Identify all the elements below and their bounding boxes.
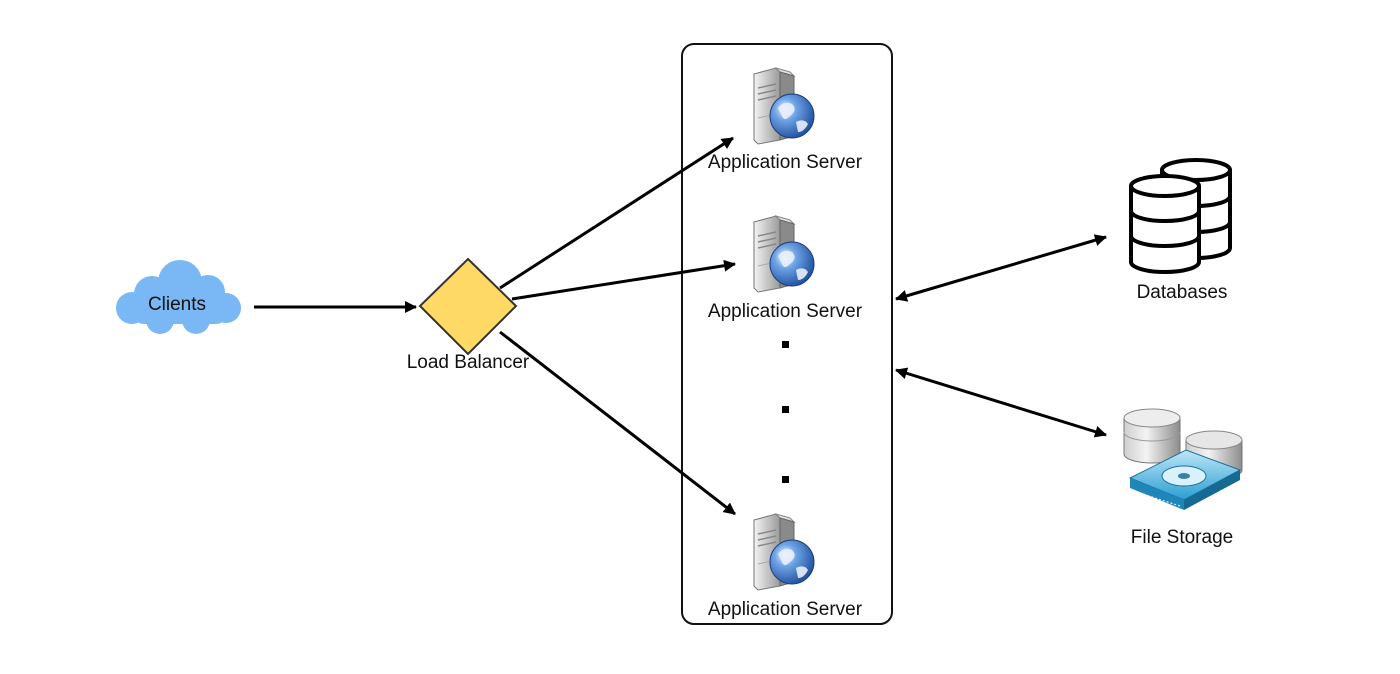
app-server-node-2: Application Server: [708, 215, 863, 322]
file-storage-label: File Storage: [1131, 527, 1233, 548]
web-server-icon: [753, 67, 815, 145]
diamond-icon: [418, 257, 518, 356]
databases-node: Databases: [1129, 158, 1232, 303]
app-server-label-1: Application Server: [708, 152, 863, 173]
edge-servers-file-storage: [895, 367, 1107, 438]
cloud-icon: [116, 260, 241, 334]
app-server-node-1: Application Server: [708, 67, 863, 173]
clients-node: Clients: [116, 260, 241, 334]
load-balancer-node: Load Balancer: [407, 257, 530, 373]
web-server-icon: [753, 513, 815, 591]
app-server-node-3: Application Server: [708, 513, 863, 620]
ellipsis-dots: [782, 341, 789, 483]
ellipsis-dot: [782, 406, 789, 413]
edge-load-balancer-to-server-2: [511, 259, 736, 301]
app-server-label-3: Application Server: [708, 599, 863, 620]
ellipsis-dot: [782, 341, 789, 348]
edges: [254, 136, 1107, 516]
edge-load-balancer-to-server-3: [499, 330, 736, 516]
clients-label: Clients: [148, 294, 206, 315]
file-storage-icon: [1123, 408, 1243, 510]
load-balancer-label: Load Balancer: [407, 352, 530, 373]
file-storage-node: File Storage: [1123, 408, 1243, 548]
app-server-label-2: Application Server: [708, 301, 863, 322]
ellipsis-dot: [782, 476, 789, 483]
edge-load-balancer-to-server-1: [499, 136, 734, 290]
edge-servers-databases: [895, 234, 1107, 302]
database-stack-icon: [1129, 158, 1232, 274]
app-server-group-box: [681, 43, 893, 625]
web-server-icon: [753, 215, 815, 293]
databases-label: Databases: [1137, 282, 1228, 303]
